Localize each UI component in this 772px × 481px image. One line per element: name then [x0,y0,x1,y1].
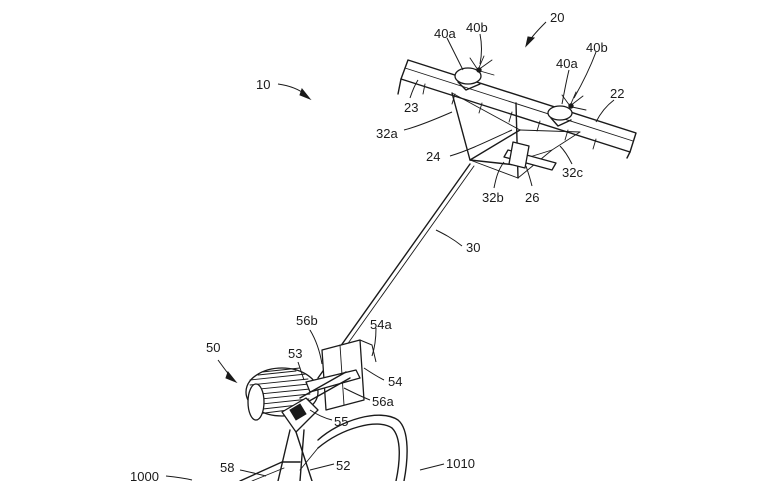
label-rotor-a2: 40a [556,56,578,71]
pivot-head [281,397,319,433]
label-aerial-unit: 20 [550,10,564,25]
label-bridle-b: 32b [482,190,504,205]
label-platform: 54 [388,374,402,389]
label-guide-b: 56b [296,313,318,328]
tower [277,429,313,481]
label-tower: 52 [336,458,350,473]
label-terrain: 1010 [446,456,475,471]
label-drum-mount: 53 [288,346,302,361]
label-platform-a: 54a [370,317,392,332]
label-rotor-b2: 40b [586,40,608,55]
label-guide-a: 56a [372,394,394,409]
label-wing-edge: 23 [404,100,418,115]
tail-assembly [503,141,557,171]
label-base: 58 [220,460,234,475]
leader-lines [165,21,615,481]
label-rotor-a1: 40a [434,26,456,41]
label-bridle-c: 32c [562,165,583,180]
label-bridle-a: 32a [376,126,398,141]
rotor-pod-2 [547,91,587,127]
label-rotor-b1: 40b [466,20,488,35]
label-tail: 26 [525,190,539,205]
label-ground-station: 50 [206,340,220,355]
base [239,461,301,481]
label-strut: 24 [426,149,440,164]
label-pivot: 55 [334,414,348,429]
label-ground: 1000 [130,469,159,481]
aerial-vehicle [397,55,637,179]
reference-labels: 10 20 40a 40b 40a 40b 22 23 32a 24 32b 2… [130,10,624,481]
rotor-pod-1 [454,55,495,91]
terrain [299,414,408,481]
label-system: 10 [256,77,270,92]
label-wing: 22 [610,86,624,101]
label-tether: 30 [466,240,480,255]
guide-booms [299,369,361,405]
